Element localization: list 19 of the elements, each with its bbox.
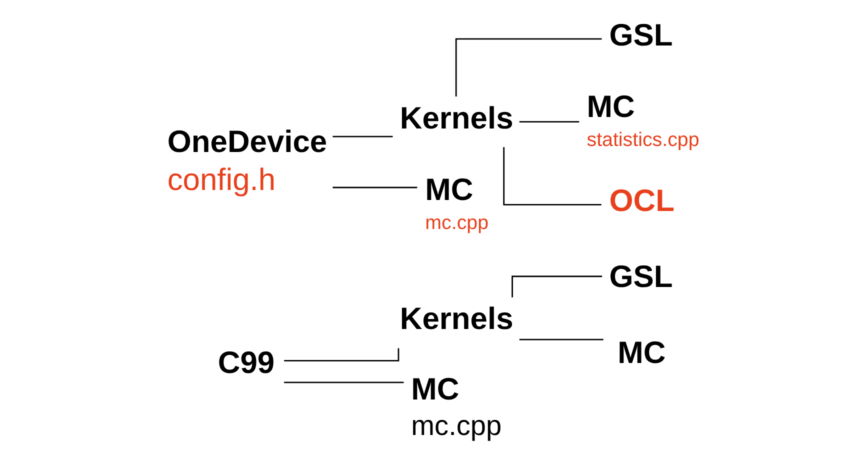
node-text: MC [618,334,666,370]
connector [503,147,602,206]
node-text: Kernels [400,301,514,336]
connector [519,338,604,340]
node-text: GSL [609,259,673,294]
node-text: MC mc.cpp [425,172,489,234]
node-text: Kernels [400,100,514,136]
node-text: OneDevice config.h [167,124,328,198]
node-text: C99 [218,344,275,380]
connector [332,136,393,138]
connector [455,38,602,96]
node-text: MC statistics.cpp [586,89,700,151]
connector [519,121,580,123]
node-text: GSL [609,17,673,52]
node-text: MC mc.cpp [411,371,502,442]
connector [332,186,418,188]
connector [284,382,404,384]
node-text: OCL [609,183,674,218]
connector [512,276,602,298]
